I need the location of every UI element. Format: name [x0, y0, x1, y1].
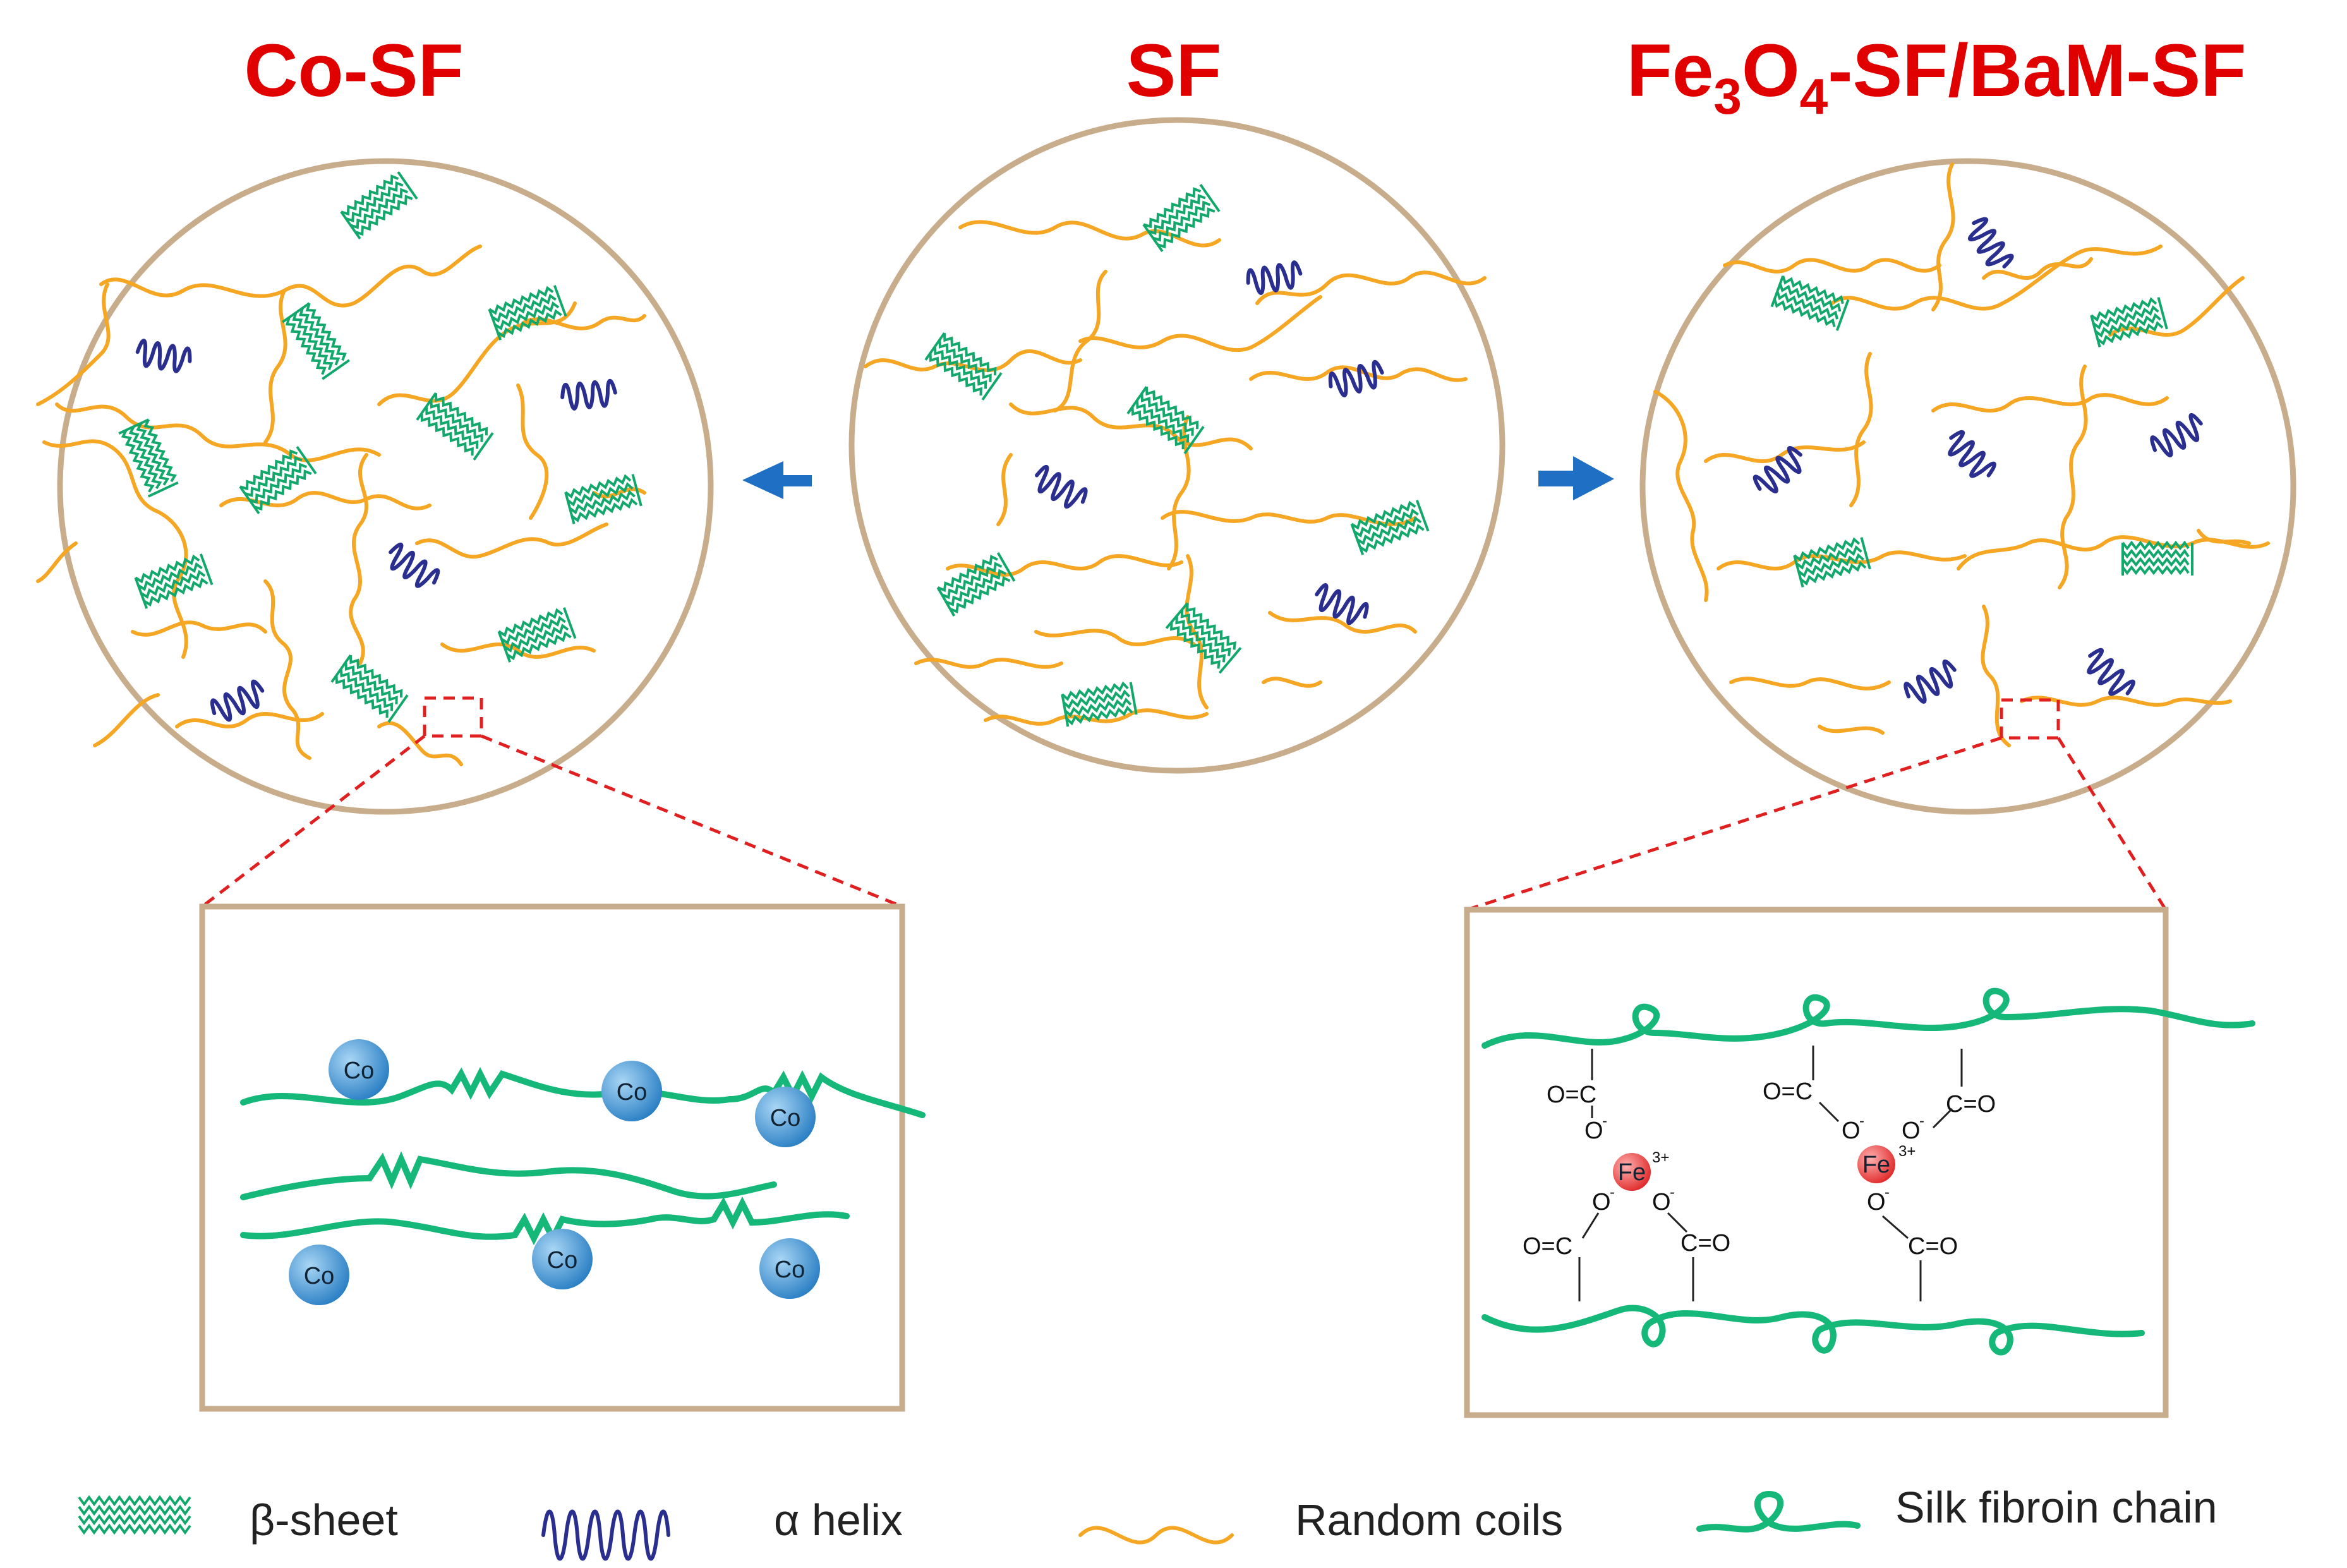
arrow-right: [1538, 456, 1614, 500]
cobalt-ion-label: Co: [304, 1263, 335, 1289]
title-fe3o4-sf-bam-sf: Fe3O4-SF/BaM-SF: [1627, 29, 2247, 124]
anion-charge: -: [1602, 1113, 1607, 1130]
oxygen-anion: O: [1652, 1189, 1671, 1215]
co-sf-zoom-box: Co Co Co Co Co Co: [199, 903, 926, 1412]
legend-silk-chain-label: Silk fibroin chain: [1895, 1483, 2217, 1532]
cobalt-ion-label: Co: [770, 1105, 801, 1131]
oxygen-anion: O: [1902, 1118, 1921, 1144]
sf-network: [848, 117, 1505, 774]
oxygen-anion: O: [1867, 1189, 1886, 1215]
anion-charge: -: [1670, 1184, 1675, 1201]
anion-charge: -: [1919, 1113, 1924, 1130]
legend-beta-sheet-swatch: [78, 1495, 191, 1535]
oxygen-anion: O: [1842, 1118, 1861, 1144]
carbonyl-right-group: C=O: [1680, 1230, 1730, 1257]
legend-silk-chain-swatch: [1696, 1490, 1861, 1533]
anion-charge: -: [1859, 1113, 1864, 1130]
silk-fibroin-chains: [1481, 987, 2255, 1356]
carbonyl-group: O=C: [1523, 1233, 1572, 1260]
arrow-left: [742, 461, 812, 499]
title-sf: SF: [1126, 29, 1222, 112]
cobalt-ion-label: Co: [775, 1257, 805, 1283]
carbonyl-group: O=C: [1763, 1078, 1813, 1105]
title-co-sf: Co-SF: [244, 29, 463, 112]
cobalt-ions: Co Co Co Co Co Co: [289, 1039, 820, 1305]
legend-alpha-helix-swatch: [541, 1509, 670, 1561]
legend-random-coils-swatch: [1078, 1526, 1234, 1545]
iron-ion-label: Fe: [1862, 1152, 1890, 1178]
legend-beta-sheet-label: β-sheet: [250, 1495, 398, 1545]
fe3o4-sf-network: [1639, 158, 2296, 815]
carbonyl-group: O=C: [1547, 1082, 1596, 1108]
cobalt-ion-label: Co: [617, 1079, 648, 1106]
legend-alpha-helix-label: α helix: [774, 1495, 903, 1545]
fe-sf-zoom-box: O=C O - Fe 3+ O - O=C O - C=O O=C O -: [1464, 907, 2255, 1418]
co-sf-network: [36, 158, 714, 815]
cobalt-ion-label: Co: [344, 1058, 375, 1084]
anion-charge: -: [1885, 1184, 1890, 1201]
legend-random-coils-label: Random coils: [1295, 1495, 1563, 1545]
carboxylate-groups: O=C O - Fe 3+ O - O=C O - C=O O=C O -: [1523, 1046, 1996, 1301]
carbonyl-right-group: C=O: [1946, 1091, 1996, 1118]
legend: β-sheet α helix Random coils Silk fibroi…: [78, 1483, 2217, 1561]
iron-ion-charge: 3+: [1652, 1149, 1669, 1166]
cobalt-ion-label: Co: [547, 1247, 578, 1274]
iron-ion-charge: 3+: [1898, 1143, 1916, 1160]
anion-charge: -: [1610, 1184, 1615, 1201]
oxygen-anion: O: [1584, 1118, 1603, 1144]
oxygen-anion: O: [1592, 1189, 1611, 1215]
carbonyl-right-group: C=O: [1908, 1233, 1958, 1260]
iron-ion-label: Fe: [1618, 1159, 1646, 1186]
